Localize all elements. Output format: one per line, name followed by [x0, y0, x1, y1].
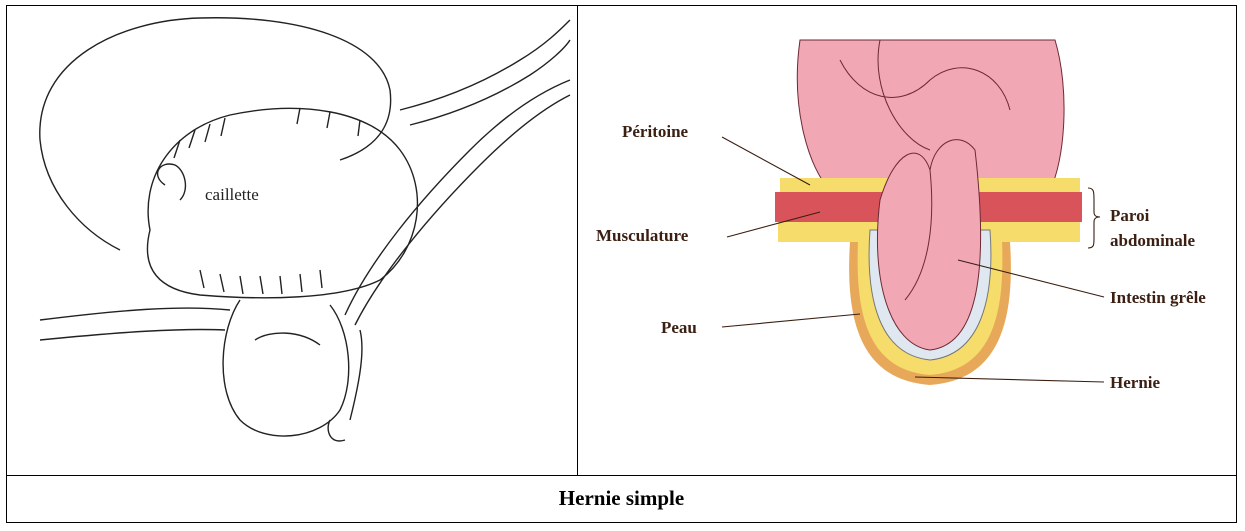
peritoine-label: Péritoine: [622, 122, 689, 141]
figure-caption: Hernie simple: [6, 476, 1237, 522]
paroi-label-line2: abdominale: [1110, 231, 1195, 250]
musculature-label: Musculature: [596, 226, 689, 245]
intestin-label: Intestin grêle: [1110, 288, 1206, 307]
right-illustration: Péritoine Musculature Peau Paroi abdomin…: [0, 0, 1245, 476]
peau-label: Peau: [661, 318, 697, 337]
hernie-label: Hernie: [1110, 373, 1160, 392]
paroi-label-line1: Paroi: [1110, 206, 1150, 225]
